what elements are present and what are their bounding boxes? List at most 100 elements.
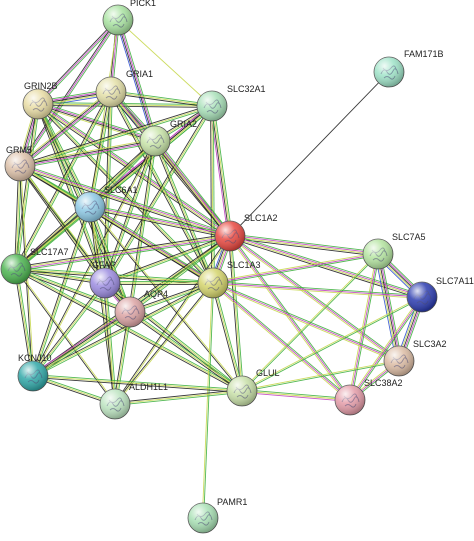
- edge-gfap-aldh1l1-black: [103, 283, 115, 405]
- edge-slc32a1-grm5-yellow: [19, 105, 213, 167]
- edge-gria2-slc1a2-pink: [155, 140, 231, 236]
- edge-pick1-grm5-black: [18, 18, 118, 166]
- edge-slc6a1-slc17a7-yellow: [15, 206, 91, 270]
- edge-slc1a2-slc3a2-pink: [229, 235, 400, 362]
- node-slc38a2[interactable]: SLC38A2: [334, 378, 403, 416]
- edge-slc1a3-glul-black: [211, 283, 242, 392]
- node-gfap[interactable]: GFAP: [89, 260, 121, 299]
- edge-gria2-grm5-yellow: [19, 138, 155, 165]
- node-pamr1[interactable]: PAMR1: [187, 497, 247, 534]
- node-label-slc3a2: SLC3A2: [413, 339, 447, 349]
- node-shine: [115, 297, 145, 327]
- edge-slc6a1-slc17a7-green: [16, 207, 92, 271]
- edge-slc6a1-slc1a3-black: [88, 208, 213, 286]
- edge-slc1a2-gfap-black: [104, 234, 230, 283]
- node-aldh1l1[interactable]: ALDH1L1: [99, 382, 168, 420]
- edge-slc1a2-aqp4-green: [130, 236, 232, 314]
- edge-pick1-gria2-pink: [118, 19, 157, 141]
- edge-aqp4-glul-black: [128, 312, 242, 393]
- edge-gria1-grm5-green: [21, 93, 113, 168]
- edge-gria1-slc1a2-green: [112, 90, 232, 235]
- node-shine: [18, 361, 48, 391]
- node-shine: [90, 268, 120, 298]
- node-grin2b[interactable]: GRIN2B: [22, 81, 58, 120]
- edge-aqp4-kcnj10-pink: [31, 309, 130, 375]
- edge-slc6a1-slc17a7-black: [14, 205, 90, 269]
- node-slc7a11[interactable]: SLC7A11: [406, 276, 474, 313]
- edge-slc6a1-slc1a3-green: [90, 204, 215, 282]
- edge-slc17a7-glul-green: [16, 267, 243, 391]
- edge-gria2-aqp4-yellow: [129, 140, 156, 313]
- edge-slc1a2-slc17a7-black: [15, 233, 230, 268]
- edge-slc32a1-slc17a7-green: [17, 107, 214, 271]
- node-label-slc32a1: SLC32A1: [227, 84, 266, 94]
- node-slc6a1[interactable]: SLC6A1: [74, 185, 138, 223]
- edge-gria1-slc32a1-black: [110, 92, 212, 108]
- node-kcnj10[interactable]: KCNJ10: [17, 353, 52, 392]
- node-fam171b[interactable]: FAM171B: [373, 49, 444, 88]
- edge-grm5-gfap-black: [18, 166, 105, 285]
- edge-slc6a1-slc1a2-green: [90, 204, 231, 235]
- node-aqp4[interactable]: AQP4: [114, 289, 168, 328]
- node-shine: [1, 254, 31, 284]
- edge-pick1-gria2-blue: [115, 20, 154, 142]
- edge-grm5-slc1a2-yellow: [19, 166, 230, 238]
- edge-pick1-grin2b-black: [36, 18, 118, 104]
- node-grm5[interactable]: GRM5: [4, 145, 36, 182]
- node-slc32a1[interactable]: SLC32A1: [196, 84, 266, 122]
- edge-slc1a3-slc38a2-yellow: [211, 283, 350, 402]
- edge-slc17a7-aqp4-yellow: [15, 268, 131, 313]
- edge-slc7a11-slc38a2-green: [350, 297, 424, 402]
- edge-gfap-aldh1l1-yellow: [104, 282, 116, 405]
- node-glul[interactable]: GLUL: [226, 368, 280, 407]
- edge-aqp4-aldh1l1-yellow: [114, 311, 131, 405]
- edge-gria1-slc32a1-green: [111, 90, 213, 106]
- edge-slc7a5-slc1a3-pink: [212, 253, 379, 284]
- edge-slc6a1-aldh1l1-yellow: [90, 206, 117, 404]
- edge-slc32a1-slc1a2-black: [210, 106, 230, 237]
- node-slc7a5[interactable]: SLC7A5: [362, 232, 426, 270]
- node-slc1a2[interactable]: SLC1A2: [214, 213, 278, 252]
- edge-slc32a1-slc1a3-black: [210, 106, 213, 284]
- node-shine: [215, 221, 245, 251]
- node-gria1[interactable]: GRIA1: [95, 69, 153, 108]
- node-label-aldh1l1: ALDH1L1: [129, 382, 168, 392]
- edge-glul-slc38a2-green: [242, 389, 351, 400]
- edge-slc32a1-gfap-black: [103, 105, 212, 283]
- edge-fam171b-slc1a2-black: [229, 71, 390, 237]
- edge-kcnj10-glul-green: [33, 374, 243, 391]
- edge-grin2b-slc17a7-green: [16, 104, 40, 270]
- node-shine: [75, 192, 105, 222]
- edge-slc1a2-slc7a5-green: [230, 233, 379, 253]
- edge-glul-slc38a2-pink: [241, 391, 350, 402]
- edge-pick1-gria2-black: [116, 20, 155, 142]
- edge-grm5-slc1a2-pink: [20, 164, 231, 236]
- edge-slc1a3-glul-yellow: [212, 282, 243, 392]
- node-shine: [23, 89, 53, 119]
- edge-gria2-slc1a3-green: [155, 140, 215, 283]
- node-slc17a7[interactable]: SLC17A7: [0, 247, 69, 285]
- edge-slc1a2-aqp4-yellow: [129, 235, 231, 313]
- edge-kcnj10-glul-black: [32, 376, 242, 393]
- edge-grm5-slc17a7-yellow: [15, 165, 21, 270]
- edge-gria1-grm5-black: [19, 91, 111, 166]
- node-label-slc7a5: SLC7A5: [392, 232, 426, 242]
- node-slc3a2[interactable]: SLC3A2: [383, 339, 447, 377]
- edge-pick1-slc32a1-yellow: [117, 19, 213, 107]
- edge-slc7a11-glul-green: [242, 297, 423, 393]
- node-shine: [227, 376, 257, 406]
- node-gria2[interactable]: GRIA2: [139, 119, 197, 157]
- edge-aqp4-glul-yellow: [129, 311, 243, 392]
- edge-gria2-grm5-green: [20, 142, 156, 169]
- edge-slc7a11-glul-yellow: [241, 295, 422, 391]
- edge-gria2-slc1a3-black: [153, 141, 213, 284]
- node-slc1a3[interactable]: SLC1A3: [197, 260, 261, 299]
- edge-slc32a1-grm5-green: [20, 106, 213, 168]
- edge-gria1-slc1a2-pink: [111, 91, 231, 236]
- node-label-grin2b: GRIN2B: [24, 81, 58, 91]
- edge-gria2-grm5-pink: [20, 141, 156, 168]
- node-pick1[interactable]: PICK1: [102, 0, 156, 36]
- edge-gria2-slc1a2-yellow: [154, 141, 230, 237]
- edge-slc1a3-kcnj10-green: [33, 283, 214, 378]
